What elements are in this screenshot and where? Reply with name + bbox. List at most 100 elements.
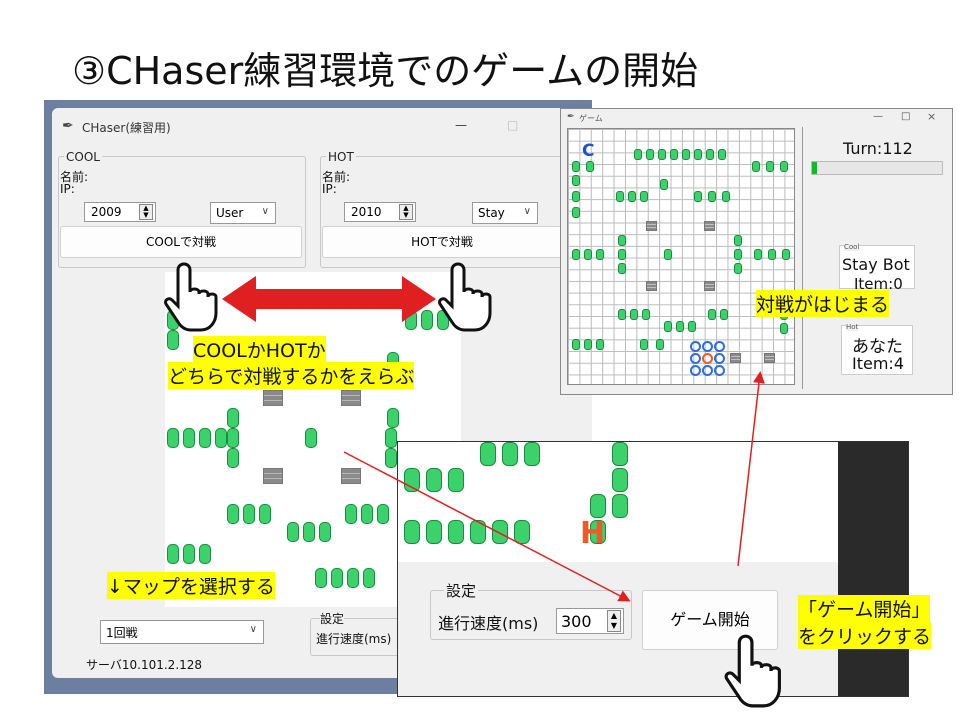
- item-gem: [618, 263, 626, 274]
- item-gem: [720, 309, 728, 320]
- hot-search-ring: [714, 365, 725, 376]
- cool-port-spinner[interactable]: 2009 ▲▼: [84, 202, 156, 222]
- hot-port-value: 2010: [351, 205, 382, 219]
- item-gem: [676, 321, 684, 332]
- item-gem: [618, 249, 626, 260]
- item-gem: [612, 442, 628, 466]
- spin-up-down-icon[interactable]: ▲▼: [139, 204, 153, 220]
- game-window-title: ゲーム: [579, 114, 603, 123]
- item-gem: [167, 428, 179, 448]
- hot-search-ring: [714, 353, 725, 364]
- item-gem: [331, 568, 343, 588]
- zoom-settings-group: [430, 590, 632, 640]
- game-close-button[interactable]: ×: [927, 110, 937, 123]
- block-wall: [646, 221, 657, 231]
- item-gem: [227, 408, 239, 428]
- zoom-speed-value: 300: [561, 611, 592, 631]
- cool-name-label: 名前:: [60, 170, 89, 184]
- item-gem: [572, 161, 580, 172]
- cool-battle-button[interactable]: COOLで対戦: [60, 226, 302, 258]
- item-gem: [448, 468, 464, 492]
- zoom-settings-label: 設定: [444, 580, 479, 601]
- item-gem: [426, 520, 442, 544]
- item-gem: [514, 520, 530, 544]
- item-gem: [199, 544, 211, 564]
- feather-icon: ✒: [62, 118, 74, 134]
- cool-type-select[interactable]: User ∨: [210, 202, 276, 224]
- hot-search-ring: [690, 365, 701, 376]
- item-gem: [572, 339, 580, 350]
- item-gem: [361, 504, 373, 524]
- item-gem: [227, 428, 239, 448]
- item-gem: [590, 494, 606, 518]
- item-gem: [584, 249, 592, 260]
- annotation-click-start-2: をクリックする: [798, 622, 932, 649]
- cool-info-tag: Cool: [844, 243, 860, 251]
- item-gem: [612, 468, 628, 492]
- item-gem: [492, 520, 508, 544]
- game-maximize-button[interactable]: □: [901, 111, 911, 122]
- item-gem: [664, 321, 672, 332]
- turn-progress-fill: [812, 162, 818, 174]
- block-wall: [263, 468, 283, 484]
- item-gem: [640, 339, 648, 350]
- game-minimize-button[interactable]: —: [873, 111, 883, 122]
- cool-info-item: Item:0: [854, 275, 903, 293]
- item-gem: [347, 568, 359, 588]
- item-gem: [470, 520, 486, 544]
- connector-arrow-map-to-speed: [343, 451, 631, 602]
- zoom-speed-spinner[interactable]: 300 ▲▼: [556, 608, 624, 634]
- item-gem: [319, 522, 331, 542]
- spin-up-down-icon[interactable]: ▲▼: [399, 204, 413, 220]
- spin-up-down-icon[interactable]: ▲▼: [607, 610, 621, 632]
- item-gem: [377, 504, 389, 524]
- item-gem: [502, 442, 518, 466]
- hot-marker-zoom: H: [580, 516, 606, 551]
- hot-search-ring: [702, 341, 713, 352]
- game-start-button[interactable]: ゲーム開始: [642, 590, 778, 650]
- item-gem: [586, 161, 594, 172]
- match-select[interactable]: 1回戦 ∨: [100, 620, 264, 644]
- hot-search-ring: [702, 365, 713, 376]
- item-gem: [618, 235, 626, 246]
- hot-battle-button[interactable]: HOTで対戦: [322, 226, 562, 258]
- chevron-down-icon: ∨: [523, 206, 531, 217]
- item-gem: [572, 191, 580, 202]
- hot-ip-label: IP:: [322, 182, 337, 196]
- item-gem: [766, 161, 774, 172]
- minimize-button[interactable]: —: [455, 118, 467, 132]
- block-wall: [263, 390, 283, 406]
- hot-info-item: Item:4: [852, 354, 904, 373]
- item-gem: [303, 522, 315, 542]
- hot-search-ring: [714, 341, 725, 352]
- block-wall: [764, 353, 775, 363]
- double-arrow-icon: [222, 276, 436, 322]
- item-gem: [782, 249, 790, 260]
- chevron-down-icon: ∨: [249, 624, 257, 635]
- item-gem: [421, 310, 433, 330]
- hot-port-spinner[interactable]: 2010 ▲▼: [344, 202, 416, 222]
- item-gem: [315, 568, 327, 588]
- item-gem: [646, 149, 654, 160]
- item-gem: [780, 161, 788, 172]
- item-gem: [718, 149, 726, 160]
- item-gem: [612, 494, 628, 518]
- settings-label: 設定: [320, 610, 345, 627]
- panel-divider: [802, 127, 803, 389]
- item-gem: [363, 568, 375, 588]
- block-wall: [646, 281, 657, 291]
- server-label: サーバ10.101.2.128: [86, 658, 203, 672]
- hot-name-label: 名前:: [322, 170, 351, 184]
- hot-type-select[interactable]: Stay ∨: [472, 202, 538, 224]
- maximize-button[interactable]: □: [507, 118, 519, 132]
- item-gem: [688, 321, 696, 332]
- item-gem: [734, 235, 742, 246]
- item-gem: [658, 149, 666, 160]
- item-gem: [227, 448, 239, 468]
- item-gem: [183, 428, 195, 448]
- annotation-click-start-1: 「ゲーム開始」: [798, 595, 931, 622]
- block-wall: [341, 468, 361, 484]
- item-gem: [634, 149, 642, 160]
- feather-icon: ✒: [567, 112, 575, 122]
